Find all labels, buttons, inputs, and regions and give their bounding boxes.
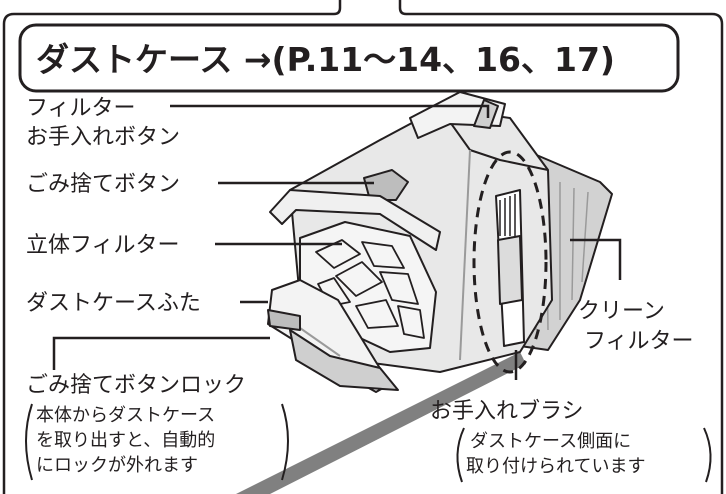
lock-note-line-1: 本体からダストケース bbox=[36, 405, 215, 426]
label-filter-button-1: フィルター bbox=[26, 96, 136, 121]
brush-note-line-1: ダストケース側面に bbox=[470, 431, 631, 452]
title-box: ダストケース →(P.11〜14、16、17) bbox=[18, 23, 680, 93]
label-case-lid: ダストケースふた bbox=[26, 291, 201, 316]
label-clean-filter-2: フィルター bbox=[584, 329, 694, 354]
brush-highlight-ellipse bbox=[472, 150, 548, 374]
label-solid-filter: 立体フィルター bbox=[26, 233, 180, 258]
label-dust-button: ごみ捨てボタン bbox=[26, 172, 180, 197]
note-brackets bbox=[25, 403, 712, 483]
magnifier-pointer bbox=[236, 352, 526, 494]
brush-note-line-2: 取り付けられています bbox=[466, 456, 645, 477]
label-brush: お手入れブラシ bbox=[430, 399, 584, 424]
label-filter-button-2: お手入れボタン bbox=[26, 125, 180, 150]
label-clean-filter-1: クリーン bbox=[578, 299, 665, 324]
dust-case-illustration bbox=[267, 91, 613, 393]
page-title: ダストケース →(P.11〜14、16、17) bbox=[36, 40, 615, 79]
label-lock: ごみ捨てボタンロック bbox=[26, 373, 246, 398]
lock-note-line-2: を取り出すと、自動的 bbox=[36, 430, 215, 451]
leader-lines bbox=[52, 104, 622, 380]
lock-note-line-3: にロックが外れます bbox=[36, 455, 198, 476]
lock-shape bbox=[267, 309, 301, 331]
labels: フィルター お手入れボタン ごみ捨てボタン 立体フィルター ダストケースふた ご… bbox=[26, 96, 694, 477]
handle-top bbox=[409, 91, 506, 139]
